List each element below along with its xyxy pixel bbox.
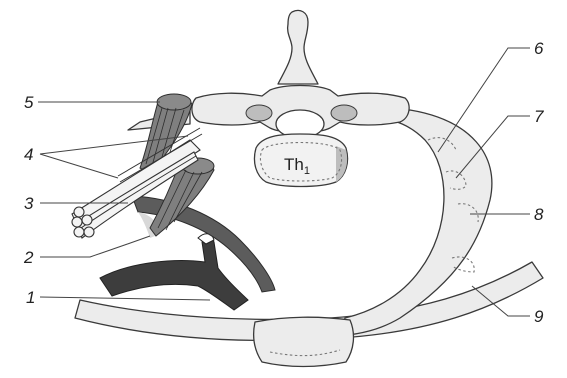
label-2: 2 [23, 248, 34, 267]
label-8: 8 [534, 205, 544, 224]
label-7: 7 [534, 107, 544, 126]
label-4: 4 [24, 145, 33, 164]
label-6: 6 [534, 39, 544, 58]
label-1: 1 [26, 288, 35, 307]
label-9: 9 [534, 307, 544, 326]
manubrium [254, 317, 354, 366]
label-5: 5 [24, 93, 34, 112]
label-3: 3 [24, 194, 34, 213]
vertebra-th1: Th1 [192, 10, 409, 186]
